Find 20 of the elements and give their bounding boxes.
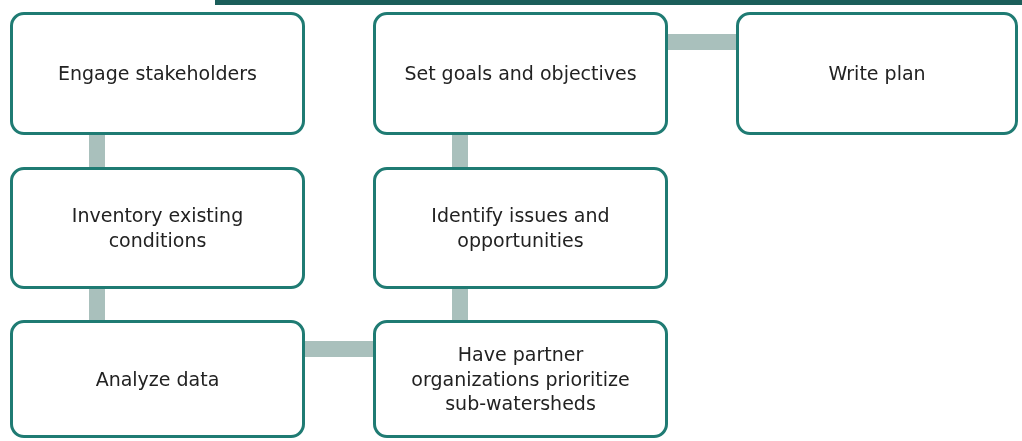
process-box (736, 12, 1018, 135)
process-box (10, 12, 305, 135)
process-box (373, 320, 668, 438)
step-label: Write plan (828, 61, 926, 86)
process-box (10, 167, 305, 289)
step-label: Identify issues and opportunities (430, 203, 611, 253)
connector (89, 135, 105, 167)
connector (89, 289, 105, 320)
process-box (10, 320, 305, 438)
connector (452, 289, 468, 320)
step-label: Inventory existing conditions (70, 203, 245, 253)
connector (305, 341, 373, 357)
step-label: Engage stakeholders (58, 61, 257, 86)
connector (452, 135, 468, 167)
process-box (373, 167, 668, 289)
step-label: Analyze data (95, 366, 220, 392)
connector (668, 34, 736, 50)
process-box (373, 12, 668, 135)
step-label: Set goals and objectives (404, 61, 637, 86)
step-label: Have partner organizations prioritize sub-watersheds (410, 341, 631, 417)
